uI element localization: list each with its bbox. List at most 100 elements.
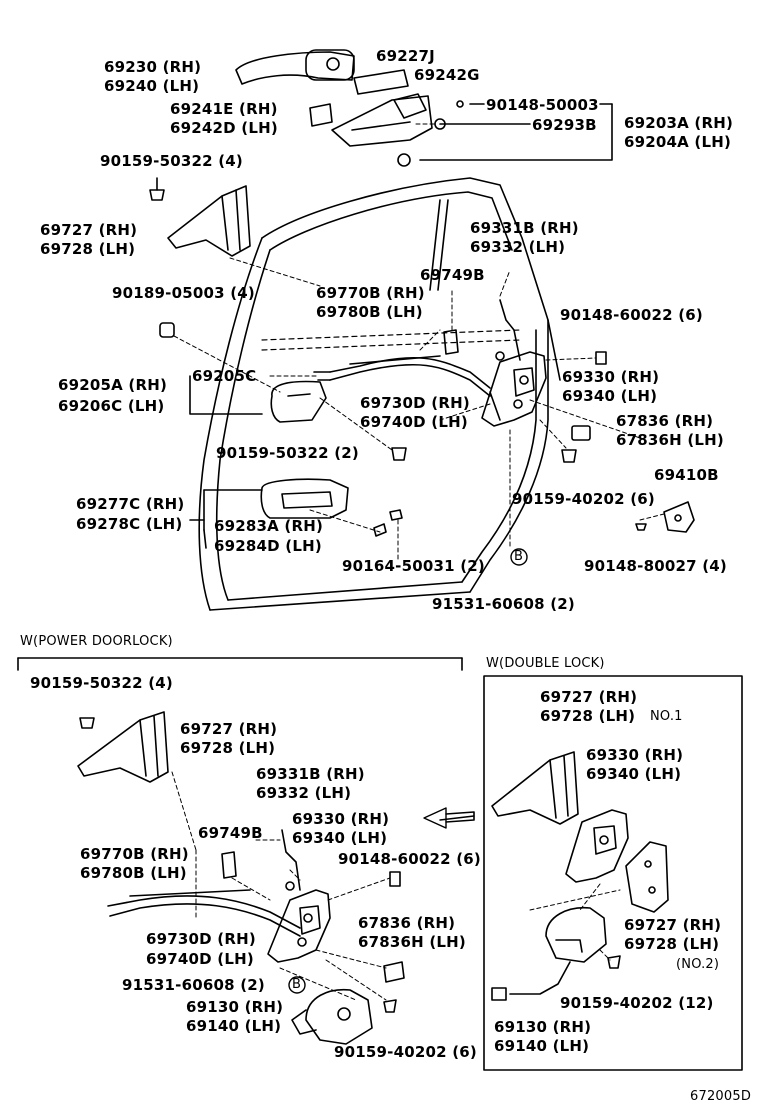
bolt-90159-40202	[561, 449, 577, 463]
lock-bracket	[167, 185, 251, 257]
label-69727-b: 69727 (RH)	[180, 720, 278, 738]
label-69727-c: 69727 (RH)	[540, 688, 638, 706]
label-69330-c: 69330 (RH)	[586, 746, 684, 764]
callout-b-lower	[288, 976, 306, 994]
label-69340-a: 69340 (LH)	[562, 387, 658, 405]
door-lock-double	[565, 809, 629, 883]
rod-clip	[443, 329, 459, 355]
label-69331B-b: 69331B (RH)	[256, 765, 365, 783]
label-69203A: 69203A (RH)	[624, 114, 734, 132]
label-90189-05003: 90189-05003 (4)	[112, 284, 255, 302]
label-90159-50322-a: 90159-50322 (4)	[100, 152, 243, 170]
label-69332-a: 69332 (LH)	[470, 238, 566, 256]
clip-90148-60022	[595, 351, 607, 365]
label-90148-80027: 90148-80027 (4)	[584, 557, 727, 575]
cable-assembly	[313, 351, 505, 397]
label-no2: (NO.2)	[676, 957, 720, 972]
label-69242D: 69242D (LH)	[170, 119, 278, 137]
section-title-power-doorlock: W(POWER DOORLOCK)	[20, 634, 173, 649]
label-90159-40202-a: 90159-40202 (6)	[512, 490, 655, 508]
label-69780B-b: 69780B (LH)	[80, 864, 187, 882]
handle-cap	[353, 69, 409, 95]
callout-b-upper	[510, 548, 528, 566]
label-90159-50322-b: 90159-50322 (2)	[216, 444, 359, 462]
inside-handle-bezel	[260, 478, 349, 519]
label-69740D-a: 69740D (LH)	[360, 413, 468, 431]
label-69740D-b: 69740D (LH)	[146, 950, 254, 968]
label-90148-60022-b: 90148-60022 (6)	[338, 850, 481, 868]
label-69205C: 69205C	[192, 367, 257, 385]
label-69340-b: 69340 (LH)	[292, 829, 388, 847]
label-69206C: 69206C (LH)	[58, 397, 165, 415]
label-67836H-b: 67836H (LH)	[358, 933, 466, 951]
label-69770B-a: 69770B (RH)	[316, 284, 425, 302]
label-69730D-b: 69730D (RH)	[146, 930, 256, 948]
label-69340-c: 69340 (LH)	[586, 765, 682, 783]
lock-motor-double	[491, 906, 607, 1001]
label-69140-b: 69140 (LH)	[494, 1037, 590, 1055]
lock-motor	[291, 988, 373, 1045]
label-no1: NO.1	[650, 709, 683, 724]
label-69230: 69230 (RH)	[104, 58, 202, 76]
label-90159-40202-c: 90159-40202 (12)	[560, 994, 714, 1012]
label-69770B-b: 69770B (RH)	[80, 845, 189, 863]
label-69330-b: 69330 (RH)	[292, 810, 390, 828]
outside-door-handle	[235, 49, 355, 85]
bolt-90159-50322	[149, 189, 165, 201]
label-69283A: 69283A (RH)	[214, 517, 324, 535]
cushion-67836	[571, 425, 591, 441]
label-69331B-a: 69331B (RH)	[470, 219, 579, 237]
label-69728-a: 69728 (LH)	[40, 240, 136, 258]
label-69730D-a: 69730D (RH)	[360, 394, 470, 412]
label-90164-50031: 90164-50031 (2)	[342, 557, 485, 575]
label-90148-60022-a: 90148-60022 (6)	[560, 306, 703, 324]
label-67836-a: 67836 (RH)	[616, 412, 714, 430]
label-69727-d: 69727 (RH)	[624, 916, 722, 934]
label-69130-b: 69130 (RH)	[494, 1018, 592, 1036]
handle-pad	[309, 103, 333, 127]
label-69130-a: 69130 (RH)	[186, 998, 284, 1016]
callout-b-lower-text: B	[292, 977, 302, 992]
label-69749B-a: 69749B	[420, 266, 485, 284]
label-91531-60608-b: 91531-60608 (2)	[122, 976, 265, 994]
door-lock-assembly	[481, 351, 547, 427]
label-69242G: 69242G	[414, 66, 480, 84]
label-90159-50322-c: 90159-50322 (4)	[30, 674, 173, 692]
label-69240: 69240 (LH)	[104, 77, 200, 95]
cable-assembly-power	[107, 881, 301, 937]
inside-lock-knob	[270, 380, 327, 423]
label-69728-d: 69728 (LH)	[624, 935, 720, 953]
label-69205A: 69205A (RH)	[58, 376, 168, 394]
label-69204A: 69204A (LH)	[624, 133, 732, 151]
label-69284D: 69284D (LH)	[214, 537, 322, 555]
diagram-code: 672005D	[690, 1089, 752, 1104]
lock-bracket-power	[77, 711, 169, 783]
striker	[663, 501, 695, 533]
label-67836-b: 67836 (RH)	[358, 914, 456, 932]
label-90159-40202-b: 90159-40202 (6)	[334, 1043, 477, 1061]
label-69728-b: 69728 (LH)	[180, 739, 276, 757]
label-69727-a: 69727 (RH)	[40, 221, 138, 239]
label-69140-a: 69140 (LH)	[186, 1017, 282, 1035]
label-69780B-a: 69780B (LH)	[316, 303, 423, 321]
lock-rod	[499, 299, 521, 361]
label-91531-60608-a: 91531-60608 (2)	[432, 595, 575, 613]
label-67836H-a: 67836H (LH)	[616, 431, 724, 449]
clip-90189	[159, 322, 175, 338]
callout-b-upper-text: B	[514, 549, 524, 564]
label-69330-a: 69330 (RH)	[562, 368, 660, 386]
section-title-double-lock: W(DOUBLE LOCK)	[486, 656, 605, 671]
label-90148-50003: 90148-50003	[486, 96, 599, 114]
label-69278C: 69278C (LH)	[76, 515, 183, 533]
reference-arrow	[423, 807, 475, 829]
door-panel-outline	[198, 177, 561, 611]
label-69410B: 69410B	[654, 466, 719, 484]
label-69332-b: 69332 (LH)	[256, 784, 352, 802]
label-69728-c: 69728 (LH)	[540, 707, 636, 725]
lock-bracket-no2	[625, 841, 669, 913]
label-69277C: 69277C (RH)	[76, 495, 185, 513]
label-69749B-b: 69749B	[198, 824, 263, 842]
label-69227J: 69227J	[376, 47, 435, 65]
label-69293B: 69293B	[532, 116, 597, 134]
